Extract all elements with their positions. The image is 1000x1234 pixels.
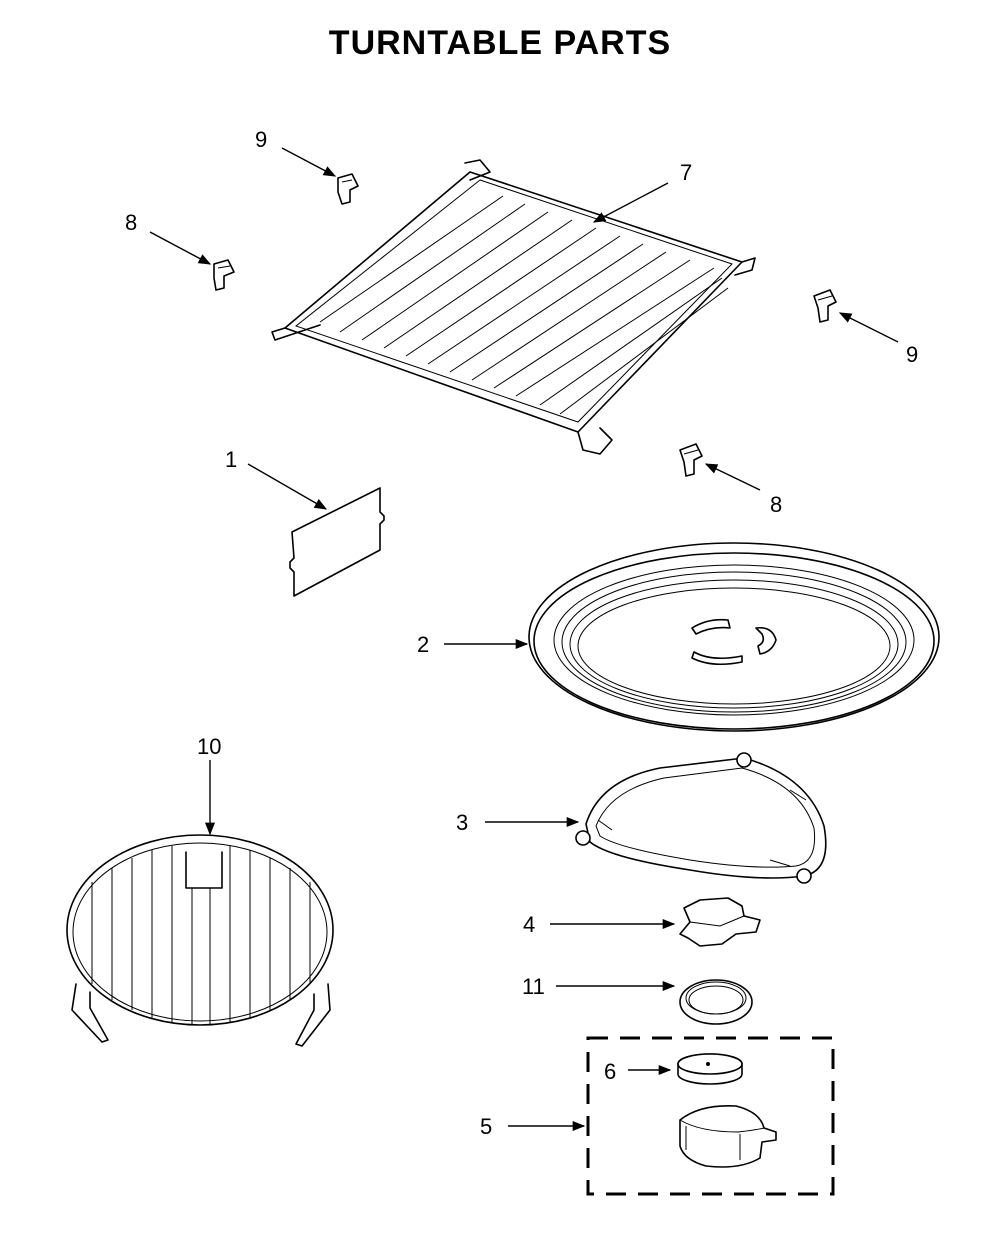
callout-3: 3 <box>456 810 468 835</box>
callout-7: 7 <box>680 160 692 185</box>
callout-4: 4 <box>523 912 535 937</box>
callout-8-upper: 8 <box>125 210 137 235</box>
callout-8-lower: 8 <box>770 492 782 517</box>
part-9-clip-right <box>813 289 837 323</box>
part-3-roller-support <box>575 752 827 884</box>
callout-10: 10 <box>197 734 221 759</box>
part-7-wire-shelf <box>271 159 756 455</box>
part-8-clip-lower <box>679 443 703 477</box>
callout-9-right: 9 <box>906 342 918 367</box>
callout-6: 6 <box>604 1059 616 1084</box>
part-8-clip-upper <box>213 259 235 291</box>
part-4-coupler <box>679 897 761 947</box>
part-11-seal-ring <box>679 979 753 1025</box>
part-10-round-rack <box>66 834 334 1047</box>
callout-2: 2 <box>417 632 429 657</box>
callout-1: 1 <box>225 447 237 472</box>
callout-11: 11 <box>522 974 545 999</box>
part-9-clip-upper <box>337 173 359 205</box>
part-1-cover-plate <box>289 487 385 597</box>
part-6-disc <box>677 1053 743 1085</box>
part-5-turntable-motor <box>679 1104 777 1168</box>
motor-kit-group-box <box>586 1036 835 1196</box>
callout-5: 5 <box>480 1114 492 1139</box>
callout-9-upper: 9 <box>255 127 267 152</box>
part-2-turntable-tray <box>528 542 940 732</box>
diagram-title: TURNTABLE PARTS <box>328 24 672 62</box>
